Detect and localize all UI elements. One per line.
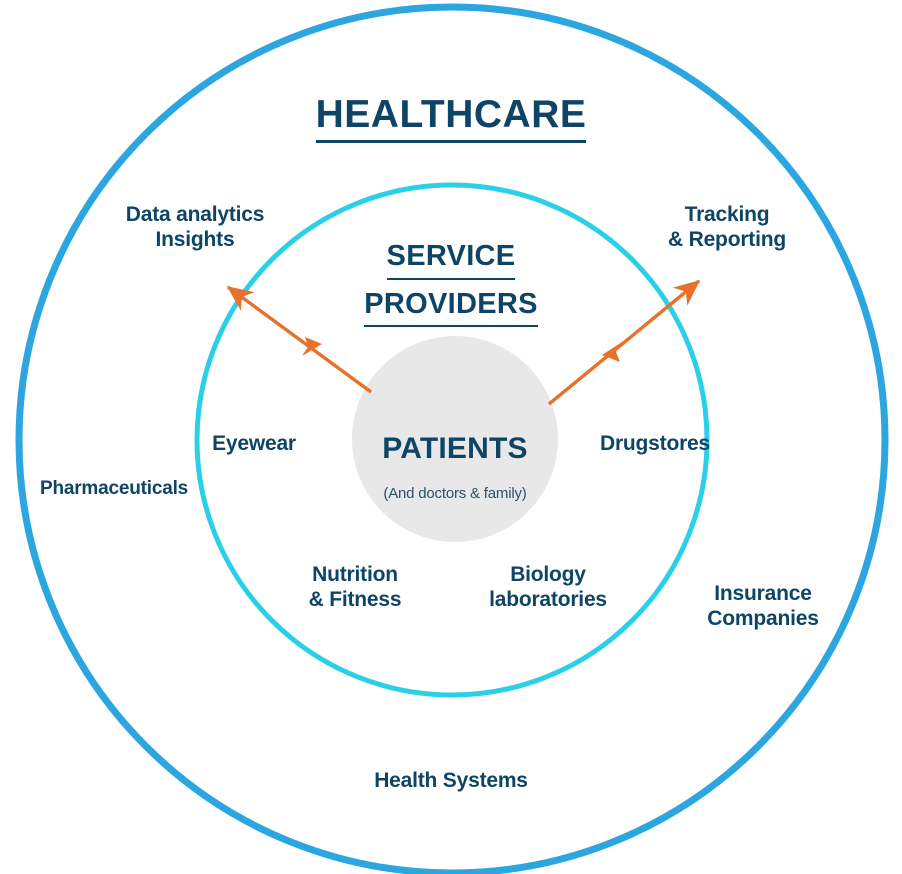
service-providers-title-line1: SERVICE — [0, 237, 902, 280]
inner-label-biology-laboratories: Biology laboratories — [489, 563, 607, 611]
service-providers-title: SERVICE PROVIDERS — [0, 237, 902, 332]
outer-label-insurance-companies: Insurance Companies — [707, 582, 819, 630]
arrow-to-tracking-reporting-midhead — [602, 342, 622, 362]
inner-label-nutrition-fitness: Nutrition & Fitness — [308, 563, 402, 611]
center-patients-note: (And doctors & family) — [383, 484, 527, 502]
inner-label-eyewear: Eyewear — [212, 432, 296, 455]
service-providers-title-line2: PROVIDERS — [0, 285, 902, 328]
outer-label-health-systems: Health Systems — [374, 769, 528, 792]
center-patients-title: PATIENTS — [382, 431, 528, 465]
outer-label-pharmaceuticals: Pharmaceuticals — [39, 478, 189, 499]
center-patients-circle — [352, 336, 558, 542]
center-patients-node: PATIENTS (And doctors & family) — [305, 413, 605, 521]
flow-label-tracking-reporting: Tracking & Reporting — [668, 203, 786, 251]
page-title: HEALTHCARE — [0, 92, 902, 143]
page-title-text: HEALTHCARE — [315, 93, 587, 143]
arrow-to-data-analytics-midhead — [302, 337, 322, 356]
arrow-to-data-analytics — [226, 285, 373, 394]
flow-label-data-analytics-insights: Data analytics Insights — [125, 203, 265, 251]
inner-label-drugstores: Drugstores — [599, 432, 711, 455]
arrow-to-tracking-reporting — [547, 279, 701, 406]
